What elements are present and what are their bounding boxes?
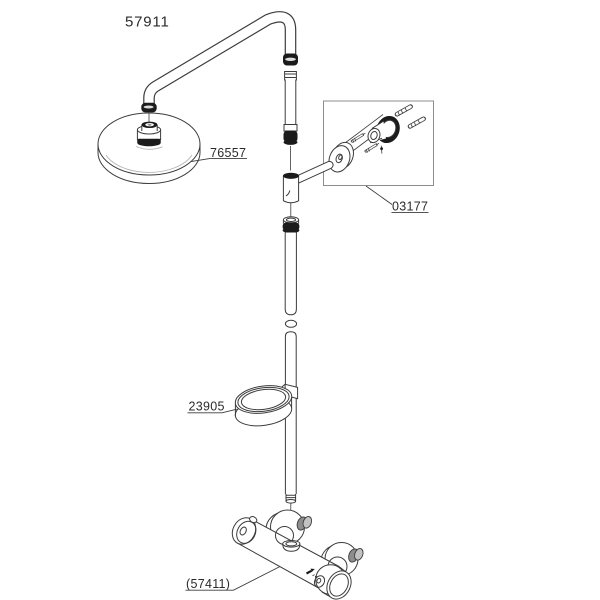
valve-top-button bbox=[249, 516, 258, 524]
union-nut bbox=[282, 216, 300, 234]
o-ring bbox=[284, 319, 298, 328]
part-number-link-23905[interactable]: 23905 bbox=[189, 400, 225, 414]
leader-line-23905 bbox=[187, 408, 237, 414]
wall-flange bbox=[367, 115, 400, 144]
leader-line-03177 bbox=[365, 185, 429, 214]
pipe-thread-end bbox=[285, 494, 297, 504]
small-screw-dot bbox=[380, 145, 383, 154]
riser-pipe bbox=[282, 53, 300, 504]
pipe-upper-section bbox=[284, 232, 297, 316]
escutcheon-plate bbox=[328, 141, 354, 173]
product-number-label: 57911 bbox=[125, 14, 170, 31]
temperature-arrow-mark bbox=[305, 568, 317, 578]
safety-stop-dial bbox=[313, 575, 326, 588]
part-number-link-57411[interactable]: (57411) bbox=[186, 577, 230, 591]
wall-anchor bbox=[394, 104, 413, 117]
riser-connection-nut bbox=[282, 540, 301, 552]
overhead-shower-head bbox=[97, 102, 201, 184]
thermostat-mixer-valve bbox=[231, 503, 364, 600]
mounting-screw bbox=[350, 132, 366, 143]
wall-bracket-detail-box bbox=[323, 100, 434, 186]
soap-dish-ring bbox=[234, 383, 299, 427]
mounting-screw bbox=[364, 142, 380, 153]
temperature-handle bbox=[315, 564, 352, 600]
wall-connector-arm bbox=[290, 160, 334, 186]
part-number-link-03177[interactable]: 03177 bbox=[392, 200, 428, 214]
wall-anchor bbox=[407, 116, 426, 129]
part-number-link-76557[interactable]: 76557 bbox=[210, 146, 246, 160]
tee-connector bbox=[282, 172, 300, 204]
leader-line-57411 bbox=[185, 566, 281, 591]
shower-arm bbox=[143, 11, 297, 110]
pipe-collar-light bbox=[284, 71, 297, 81]
leader-line-76557 bbox=[190, 158, 247, 163]
part-labels: 57911 76557 03177 23905 (57411) bbox=[125, 14, 429, 591]
